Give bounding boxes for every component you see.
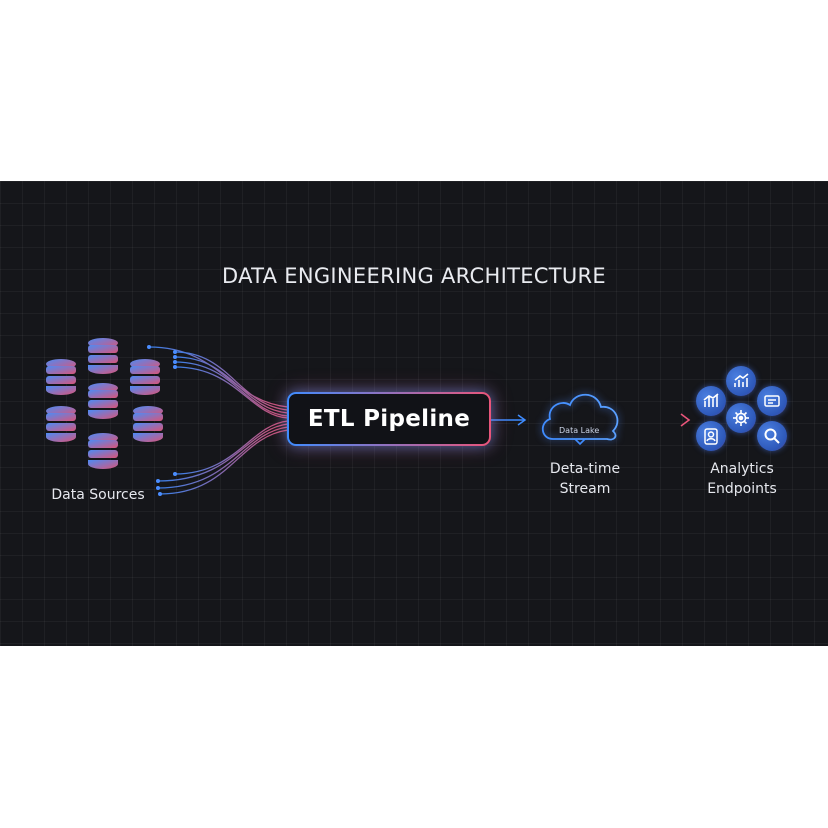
data-sources-label: Data Sources (51, 487, 145, 503)
database-icon (46, 359, 76, 395)
arrow-to-stream (489, 414, 527, 426)
diagram-canvas: DATA ENGINEERING ARCHITECTURE Data Sourc… (0, 181, 828, 646)
connection-wires (147, 345, 691, 496)
data-lake-label: Data Lake (559, 426, 600, 435)
arrow-to-analytics (622, 413, 691, 427)
stream-label-line2: Stream (559, 481, 611, 497)
diagram-title: DATA ENGINEERING ARCHITECTURE (222, 264, 606, 288)
bar-chart-icon (696, 386, 726, 416)
user-badge-icon (696, 421, 726, 451)
etl-pipeline-box: ETL Pipeline (287, 392, 491, 446)
cloud-icon (541, 393, 619, 446)
search-icon (757, 421, 787, 451)
wire-endpoints (147, 345, 177, 496)
stream-label: Deta-time Stream (530, 459, 640, 499)
database-icon (88, 433, 118, 469)
card-icon (757, 386, 787, 416)
source-wires (148, 346, 289, 495)
analytics-label: Analytics Endpoints (688, 459, 796, 499)
database-icon (130, 359, 160, 395)
analytics-label-line2: Endpoints (707, 481, 777, 497)
database-icon (133, 406, 163, 442)
database-icon (88, 383, 118, 419)
database-icon (88, 338, 118, 374)
stream-label-line1: Deta-time (549, 461, 621, 477)
database-icon (46, 406, 76, 442)
analytics-label-line1: Analytics (710, 461, 774, 477)
etl-pipeline-label: ETL Pipeline (307, 406, 471, 432)
gear-icon (726, 403, 756, 433)
trend-chart-icon (726, 366, 756, 396)
